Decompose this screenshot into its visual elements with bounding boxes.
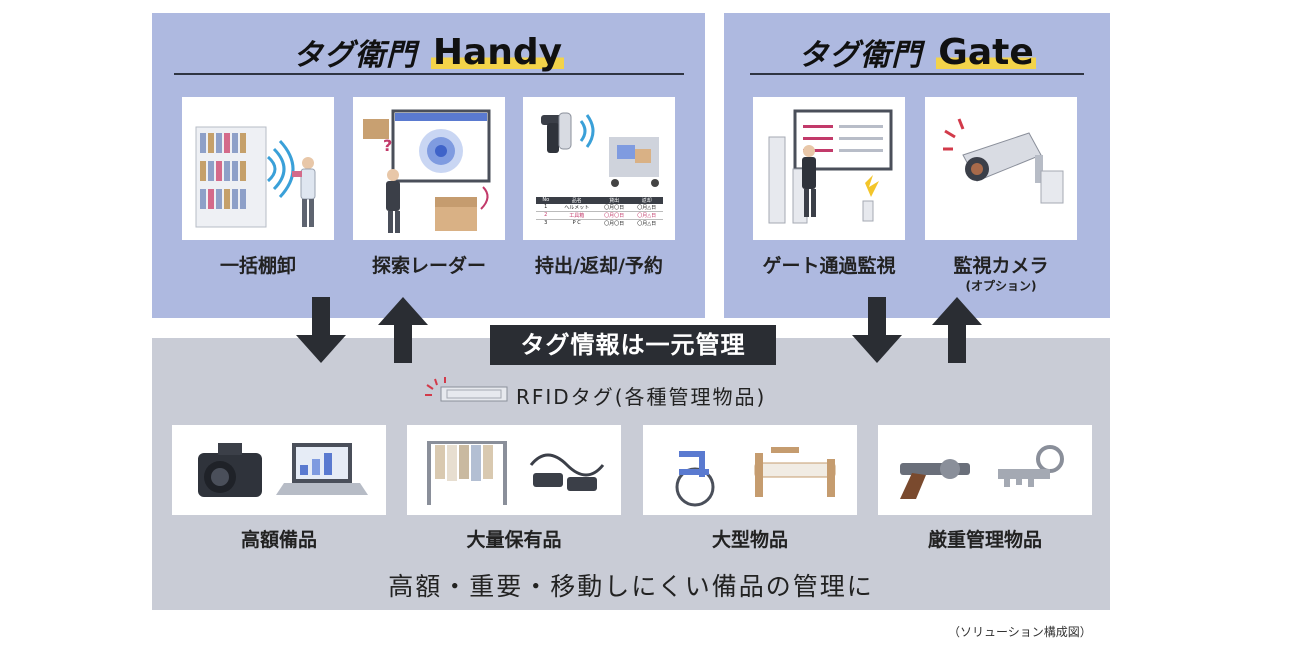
table-row: 2 工具箱 〇月〇日 〇月△日 — [536, 212, 663, 220]
handy-product-name: Handy — [430, 31, 565, 73]
card-checkout — [523, 97, 675, 240]
shelf-scan-illustration — [195, 126, 316, 228]
label-large-items: 大型物品 — [711, 529, 788, 551]
gate-brand: タグ衛門 — [798, 38, 923, 73]
label-bulk-items: 大量保有品 — [466, 529, 562, 551]
arrow-up-left — [378, 297, 428, 363]
camera-illustration — [943, 118, 1064, 204]
label-search-radar: 探索レーダー — [371, 255, 486, 277]
wheelchair-bed-illustration — [675, 447, 836, 507]
table-header-no: No — [542, 197, 550, 203]
diagram-caption: （ソリューション構成図） — [948, 625, 1092, 639]
card-security-camera — [925, 97, 1077, 240]
checkout-table: No 品名 貸出 返却 1 ヘルメット 〇月〇日 〇月△日 2 工具箱 〇月〇日… — [536, 197, 663, 237]
gate-product-name: Gate — [936, 31, 1036, 73]
gun-key-illustration — [900, 445, 1064, 499]
handy-brand: タグ衛門 — [292, 38, 417, 73]
sublabel-optional: (オプション) — [965, 279, 1037, 293]
camera-laptop-illustration — [198, 443, 368, 497]
checkout-illustration — [541, 112, 659, 187]
footer-tagline: 高額・重要・移動しにくい備品の管理に — [388, 572, 874, 601]
label-expensive-equipment: 高額備品 — [240, 529, 317, 551]
gate-title-rule — [750, 73, 1084, 75]
svg-text:?: ? — [383, 136, 392, 155]
handy-panel: タグ衛門 Handy 一括棚卸 — [152, 13, 705, 318]
arrow-down-right — [852, 297, 902, 363]
label-secure-items: 厳重管理物品 — [927, 529, 1042, 551]
handy-title: タグ衛門 Handy — [152, 27, 705, 77]
table-header-out: 貸出 — [609, 198, 620, 204]
table-header-item: 品名 — [571, 198, 582, 204]
rfid-tag-icon — [425, 377, 508, 402]
card-expensive-equipment — [172, 425, 386, 515]
gate-panel: タグ衛門 Gate ゲート通過監視 監視カメラ — [724, 13, 1110, 318]
label-checkout: 持出/返却/予約 — [535, 255, 663, 277]
table-header-return: 返却 — [641, 198, 652, 204]
arrow-down-left — [296, 297, 346, 363]
card-bulk-items — [407, 425, 621, 515]
label-bulk-inventory: 一括棚卸 — [219, 255, 296, 277]
rfid-tag-label: RFIDタグ(各種管理物品) — [516, 385, 767, 409]
handy-title-rule — [174, 73, 684, 75]
table-row: 3 P C 〇月〇日 〇月△日 — [544, 220, 657, 227]
radar-illustration: ? — [363, 109, 491, 233]
table-row: 1 ヘルメット 〇月〇日 〇月△日 — [536, 204, 663, 212]
arrow-up-right — [932, 297, 982, 363]
card-gate-monitoring — [753, 97, 905, 240]
gate-illustration — [768, 109, 893, 224]
central-management-banner: タグ情報は一元管理 — [490, 325, 776, 365]
clothes-cables-illustration — [427, 441, 605, 505]
gate-title: タグ衛門 Gate — [724, 27, 1110, 77]
card-secure-items — [878, 425, 1092, 515]
card-bulk-inventory — [182, 97, 334, 240]
card-large-items — [643, 425, 857, 515]
label-security-camera: 監視カメラ — [953, 255, 1049, 277]
label-gate-monitoring: ゲート通過監視 — [762, 255, 896, 277]
card-search-radar: ? — [353, 97, 505, 240]
